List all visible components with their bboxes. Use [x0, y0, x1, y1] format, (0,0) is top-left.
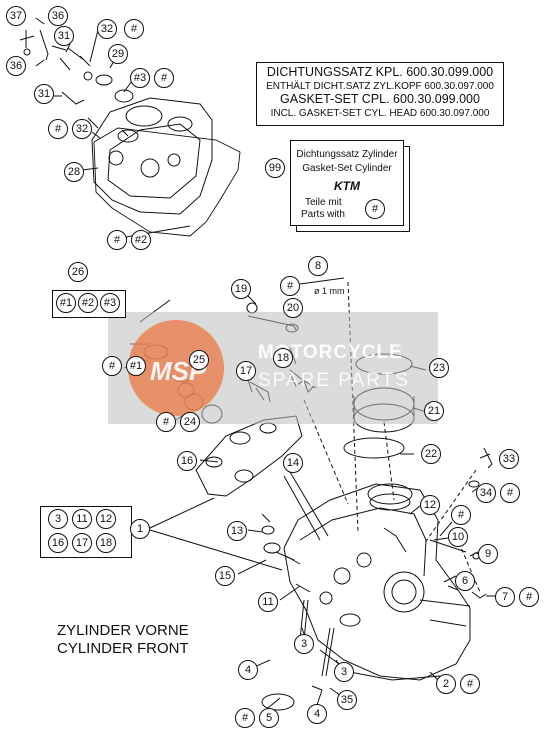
- callout-14: 14: [283, 453, 303, 473]
- callout-hash-2a: #2: [131, 230, 151, 250]
- callout-hash-13: #: [235, 708, 255, 728]
- callout-hash-6: #: [280, 276, 300, 296]
- callout-31: 31: [54, 26, 74, 46]
- callout-hash-12: #: [460, 674, 480, 694]
- gasket-kit-line4: INCL. GASKET-SET CYL. HEAD 600.30.097.00…: [270, 107, 490, 119]
- callout-12: 12: [420, 495, 440, 515]
- parts-with-marker: #: [365, 199, 385, 219]
- callout-3: 3: [294, 634, 314, 654]
- callout-26: 26: [68, 262, 88, 282]
- group-1-item-16: 16: [48, 533, 68, 553]
- screw-31-top: [65, 43, 91, 67]
- callout-4: 4: [238, 660, 258, 680]
- valve-cover-drawing: [91, 97, 213, 215]
- callout-hash-4: #: [48, 119, 68, 139]
- callout-hash-3: #3: [130, 68, 150, 88]
- callout-hash-8: #: [156, 412, 176, 432]
- callout-7: 7: [495, 587, 515, 607]
- callout-10: 10: [448, 527, 468, 547]
- caption-line2: CYLINDER FRONT: [57, 640, 189, 657]
- callout-25: 25: [189, 350, 209, 370]
- callout-16: 16: [177, 451, 197, 471]
- cylinder-gasket-line3: Teile mit: [305, 197, 342, 208]
- clamp-22-drawing: [343, 437, 405, 459]
- gasket-kit-box: DICHTUNGSSATZ KPL. 600.30.099.000 ENTHÄL…: [256, 62, 504, 126]
- callout-2: 2: [436, 674, 456, 694]
- group-26-item-3: #3: [100, 293, 120, 313]
- callout-32: 32: [97, 19, 117, 39]
- callout-hash-7: #: [102, 356, 122, 376]
- callout-hash-5: #: [107, 230, 127, 250]
- callout-36: 36: [48, 6, 68, 26]
- callout-6: 6: [455, 571, 475, 591]
- callout-11: 11: [258, 592, 278, 612]
- cylinder-gasket-set-box: Dichtungssatz Zylinder Gasket-Set Cylind…: [290, 140, 404, 226]
- callout-13: 13: [227, 521, 247, 541]
- callout-17: 17: [236, 361, 256, 381]
- cover-gasket-drawing: [93, 127, 241, 237]
- callout-19: 19: [231, 279, 251, 299]
- callout-22: 22: [421, 444, 441, 464]
- group-1-item-17: 17: [72, 533, 92, 553]
- callout-29: 29: [108, 44, 128, 64]
- callout-18: 18: [273, 348, 293, 368]
- callout-99: 99: [265, 158, 285, 178]
- watermark-line2: SPARE PARTS: [258, 370, 410, 391]
- watermark-line1: MOTORCYCLE: [258, 342, 403, 363]
- cylinder-gasket-line4: Parts with: [301, 209, 345, 220]
- callout-36b: 36: [6, 56, 26, 76]
- callout-8: 8: [308, 256, 328, 276]
- group-26-item-2: #2: [78, 293, 98, 313]
- group-1-item-18: 18: [96, 533, 116, 553]
- callout-20: 20: [283, 298, 303, 318]
- callout-hash-9: #: [500, 483, 520, 503]
- callout-4b: 4: [307, 704, 327, 724]
- gasket-kit-line2: ENTHÄLT DICHT.SATZ ZYL.KOPF 600.30.097.0…: [266, 80, 494, 92]
- callout-3b: 3: [334, 662, 354, 682]
- callout-1: 1: [130, 519, 150, 539]
- callout-hash-1b: #1: [126, 356, 146, 376]
- callout-5: 5: [259, 708, 279, 728]
- callout-hash-10: #: [451, 505, 471, 525]
- ktm-logo: KTM: [334, 179, 360, 193]
- callout-35: 35: [337, 690, 357, 710]
- cylinder-head-drawing: [283, 483, 471, 681]
- group-1-item-11: 11: [72, 509, 92, 529]
- group-1-item-12: 12: [96, 509, 116, 529]
- diameter-annotation: ø 1 mm: [314, 286, 345, 296]
- gasket-kit-line1: DICHTUNGSSATZ KPL. 600.30.099.000: [266, 65, 494, 79]
- caption-line1: ZYLINDER VORNE: [57, 622, 189, 639]
- callout-15: 15: [215, 566, 235, 586]
- callout-hash-11: #: [519, 587, 539, 607]
- gasket-kit-line3: GASKET-SET CPL. 600.30.099.000: [280, 92, 480, 106]
- cylinder-gasket-line1: Dichtungssatz Zylinder: [296, 149, 398, 160]
- camshaft-drawing: [195, 415, 303, 497]
- group-1-item-3: 3: [48, 509, 68, 529]
- callout-32b: 32: [72, 119, 92, 139]
- callout-34: 34: [476, 483, 496, 503]
- callout-21: 21: [424, 401, 444, 421]
- callout-9: 9: [478, 544, 498, 564]
- callout-33: 33: [499, 449, 519, 469]
- group-26-item-1: #1: [56, 293, 76, 313]
- callout-28: 28: [64, 162, 84, 182]
- callout-23: 23: [429, 358, 449, 378]
- callout-31b: 31: [34, 84, 54, 104]
- callout-hash-1: #: [124, 19, 144, 39]
- cylinder-gasket-line2: Gasket-Set Cylinder: [302, 163, 392, 174]
- callout-24: 24: [180, 412, 200, 432]
- callout-hash-2: #: [154, 68, 174, 88]
- callout-37: 37: [6, 6, 26, 26]
